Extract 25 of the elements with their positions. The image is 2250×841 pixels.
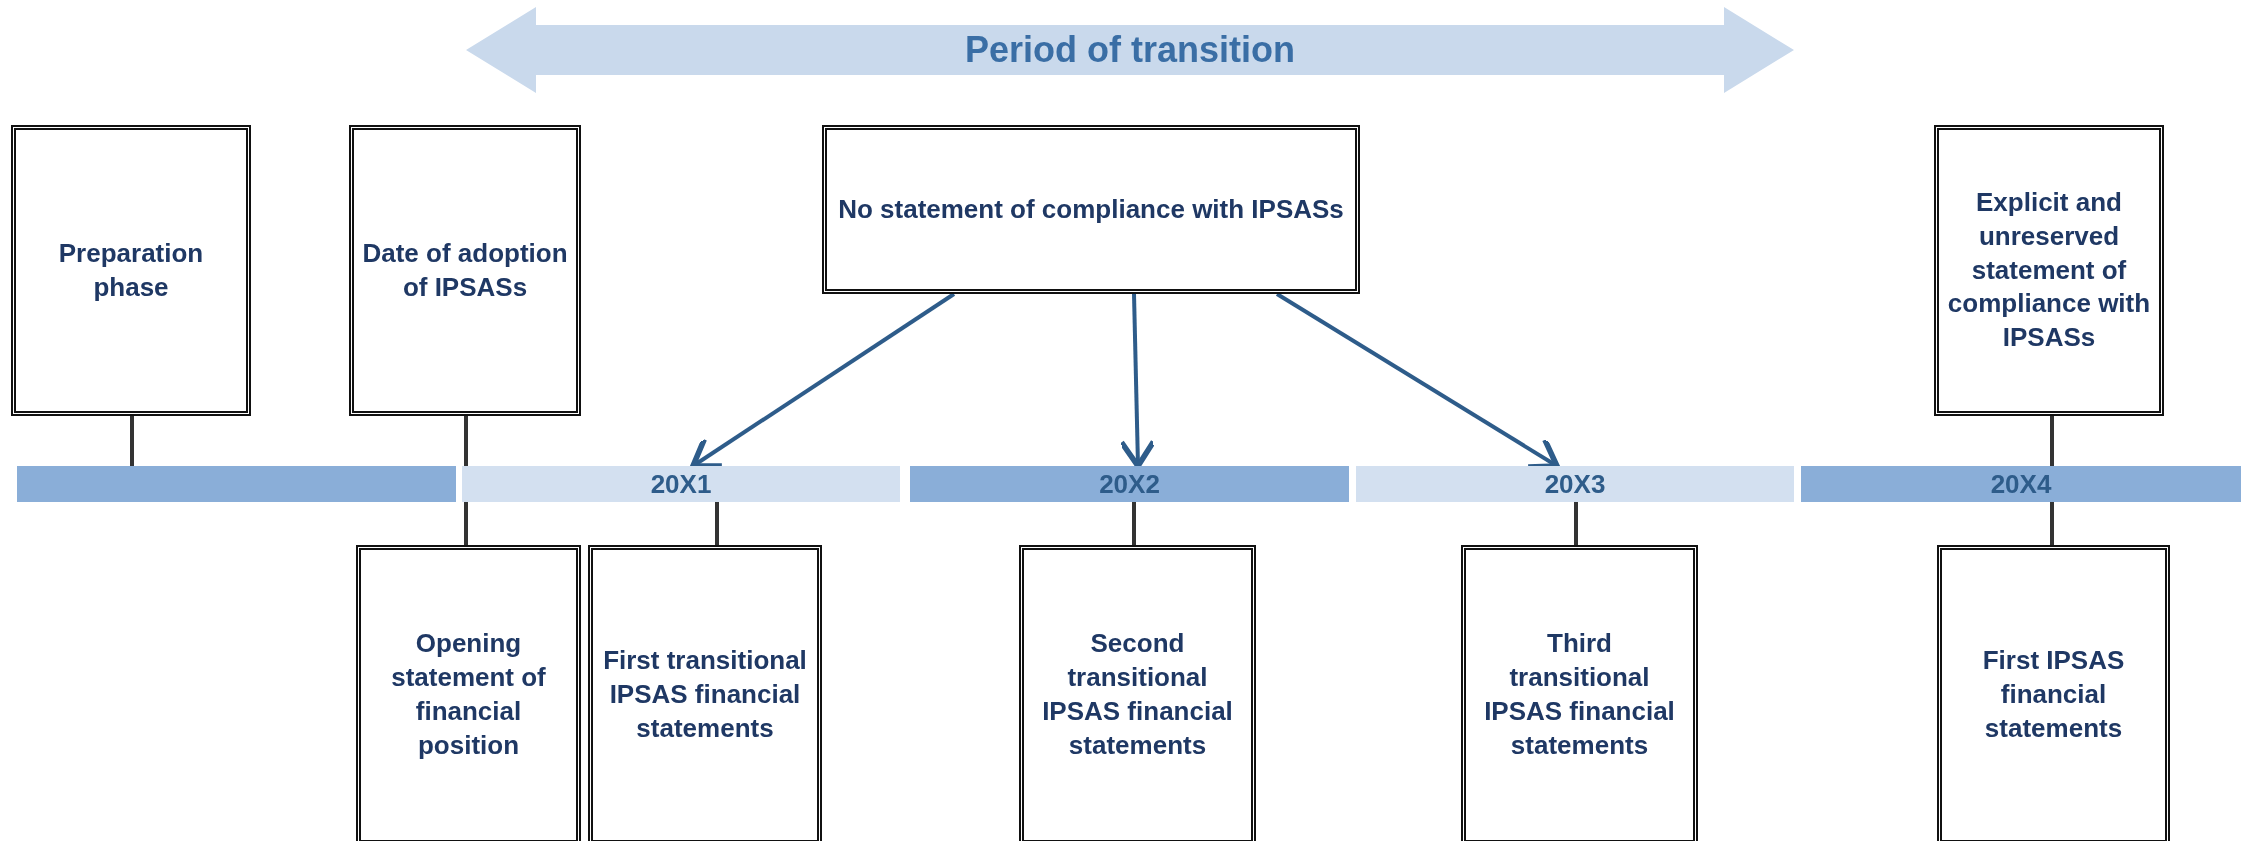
timeline-bar: 20X2	[910, 466, 1349, 502]
text-box: Preparation phase	[11, 125, 251, 416]
text-box: Second transitional IPSAS financial statements	[1019, 545, 1256, 841]
timeline-bar: 20X4	[1801, 466, 2241, 502]
connector-line	[464, 502, 468, 545]
timeline-bar: 20X1	[462, 466, 900, 502]
text-box: Date of adoption of IPSASs	[349, 125, 581, 416]
connector-line	[715, 502, 719, 545]
connector-line	[464, 416, 468, 466]
timeline-bar: 20X3	[1356, 466, 1794, 502]
text-box: Explicit and unreserved statement of compliance with IPSASs	[1934, 125, 2164, 416]
text-box: First IPSAS financial statements	[1937, 545, 2170, 841]
connector-line	[130, 416, 134, 466]
connector-line	[1132, 502, 1136, 545]
connector-line	[2050, 416, 2054, 466]
arrow	[690, 292, 956, 469]
connector-line	[1574, 502, 1578, 545]
text-box: Third transitional IPSAS financial statements	[1461, 545, 1698, 841]
period-label: Period of transition	[965, 29, 1295, 71]
arrow	[1118, 293, 1157, 469]
connector-line	[2050, 502, 2054, 545]
text-box: No statement of compliance with IPSASs	[822, 125, 1360, 294]
text-box: First transitional IPSAS financial statements	[588, 545, 822, 841]
text-box: Opening statement of financial position	[356, 545, 581, 841]
timeline-bar	[17, 466, 456, 502]
